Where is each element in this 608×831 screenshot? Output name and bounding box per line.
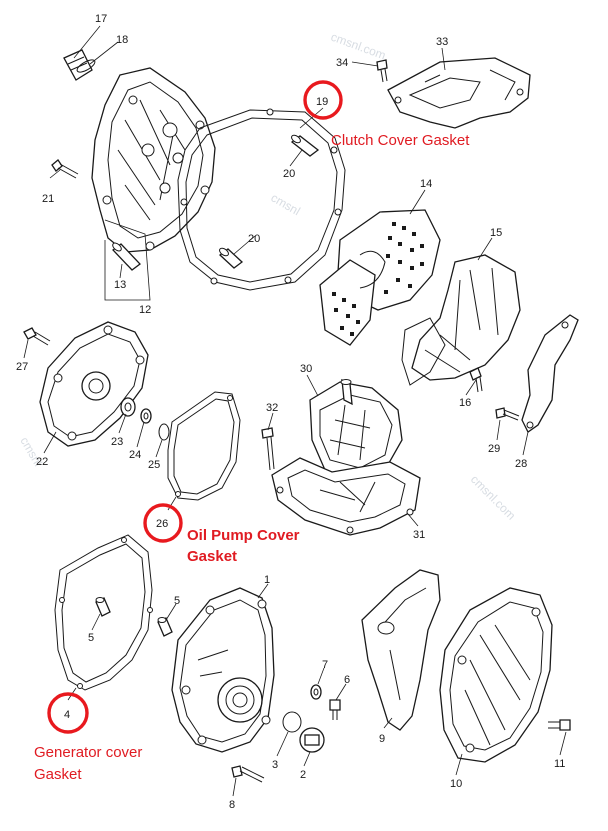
oring-25 <box>158 423 170 441</box>
callout-8: 8 <box>229 799 235 811</box>
callout-30: 30 <box>300 363 312 375</box>
oring-3 <box>282 711 302 733</box>
rotor-plate-15 <box>401 254 521 386</box>
callout-19: 19 <box>316 96 328 108</box>
callout-15: 15 <box>490 227 502 239</box>
rotor-plate-14 <box>319 209 441 346</box>
callout-20-lower: 20 <box>248 233 260 245</box>
seal-23 <box>120 397 136 417</box>
oil-pan-31 <box>271 457 421 536</box>
bolt-29 <box>495 407 520 421</box>
oil-pump-gasket-label-line2: Gasket <box>187 548 237 565</box>
bolt-27 <box>23 327 51 346</box>
washer-7 <box>310 684 322 700</box>
svg-text:cmsnl.com: cmsnl.com <box>468 472 518 522</box>
callout-5-right: 5 <box>174 595 180 607</box>
bolt-8 <box>231 765 265 783</box>
oil-pump-cover-gasket <box>167 391 241 501</box>
callout-18: 18 <box>116 34 128 46</box>
clutch-cover-gasket-label: Clutch Cover Gasket <box>331 132 470 149</box>
generator-cover-1 <box>171 587 275 753</box>
callout-24: 24 <box>129 449 141 461</box>
callout-4: 4 <box>64 709 70 721</box>
bolt-21 <box>51 159 79 179</box>
oil-strainer-30 <box>309 378 403 481</box>
callout-23: 23 <box>111 436 123 448</box>
dowel-20-lower <box>218 247 244 269</box>
callout-2: 2 <box>300 769 306 781</box>
oil-pump-gasket-label-line1: Oil Pump Cover <box>187 527 300 544</box>
callout-6: 6 <box>344 674 350 686</box>
dowel-20-upper <box>290 134 320 157</box>
callout-29: 29 <box>488 443 500 455</box>
generator-gasket-label-line2: Gasket <box>34 766 82 783</box>
callout-9: 9 <box>379 733 385 745</box>
callout-31: 31 <box>413 529 425 541</box>
callout-32: 32 <box>266 402 278 414</box>
highlight-annotations: Clutch Cover Gasket Oil Pump Cover Gaske… <box>34 132 470 783</box>
callout-33: 33 <box>436 36 448 48</box>
callout-21: 21 <box>42 193 54 205</box>
clutch-cover <box>91 67 216 253</box>
oil-pump-cover-22 <box>39 321 149 447</box>
callout-12: 12 <box>139 304 151 316</box>
washer-24 <box>140 408 152 424</box>
highlight-circle-4 <box>47 692 89 734</box>
guide-9 <box>361 569 441 731</box>
callout-17: 17 <box>95 13 107 25</box>
bolt-16 <box>469 367 483 393</box>
bolt-34 <box>376 59 388 83</box>
callout-14: 14 <box>420 178 432 190</box>
callout-27: 27 <box>16 361 28 373</box>
highlight-circle-26 <box>143 503 183 543</box>
callout-10: 10 <box>450 778 462 790</box>
callout-22: 22 <box>36 456 48 468</box>
highlight-circle-19 <box>303 80 343 120</box>
oil-filler-plug <box>63 49 96 81</box>
callout-3: 3 <box>272 759 278 771</box>
dowel-13 <box>112 242 141 271</box>
callout-5-left: 5 <box>88 632 94 644</box>
callout-1: 1 <box>264 574 270 586</box>
clutch-cover-gasket <box>177 108 346 291</box>
callout-13: 13 <box>114 279 126 291</box>
callout-16: 16 <box>459 397 471 409</box>
callout-20-upper: 20 <box>283 168 295 180</box>
plate-33 <box>387 57 531 129</box>
highlight-marks <box>47 80 343 734</box>
callout-25: 25 <box>148 459 160 471</box>
callout-34: 34 <box>336 57 348 69</box>
callout-7: 7 <box>322 659 328 671</box>
plug-2 <box>299 727 325 753</box>
dowel-5-right <box>157 617 173 637</box>
callout-labels: 17 18 19 20 20 21 13 12 34 33 14 15 16 2… <box>16 13 565 811</box>
callout-26: 26 <box>156 518 168 530</box>
bolt-32 <box>261 427 275 471</box>
generator-gasket-label-line1: Generator cover <box>34 744 142 761</box>
callout-28: 28 <box>515 458 527 470</box>
bolt-11 <box>548 719 571 731</box>
bracket-28 <box>521 314 579 433</box>
svg-text:cmsnl: cmsnl <box>269 190 303 218</box>
sprocket-cover-10 <box>439 587 553 763</box>
bolt-6 <box>329 699 341 720</box>
callout-11: 11 <box>554 758 565 770</box>
leader-lines <box>23 25 567 797</box>
dowel-5-left <box>95 597 111 617</box>
generator-cover-gasket <box>54 534 153 691</box>
